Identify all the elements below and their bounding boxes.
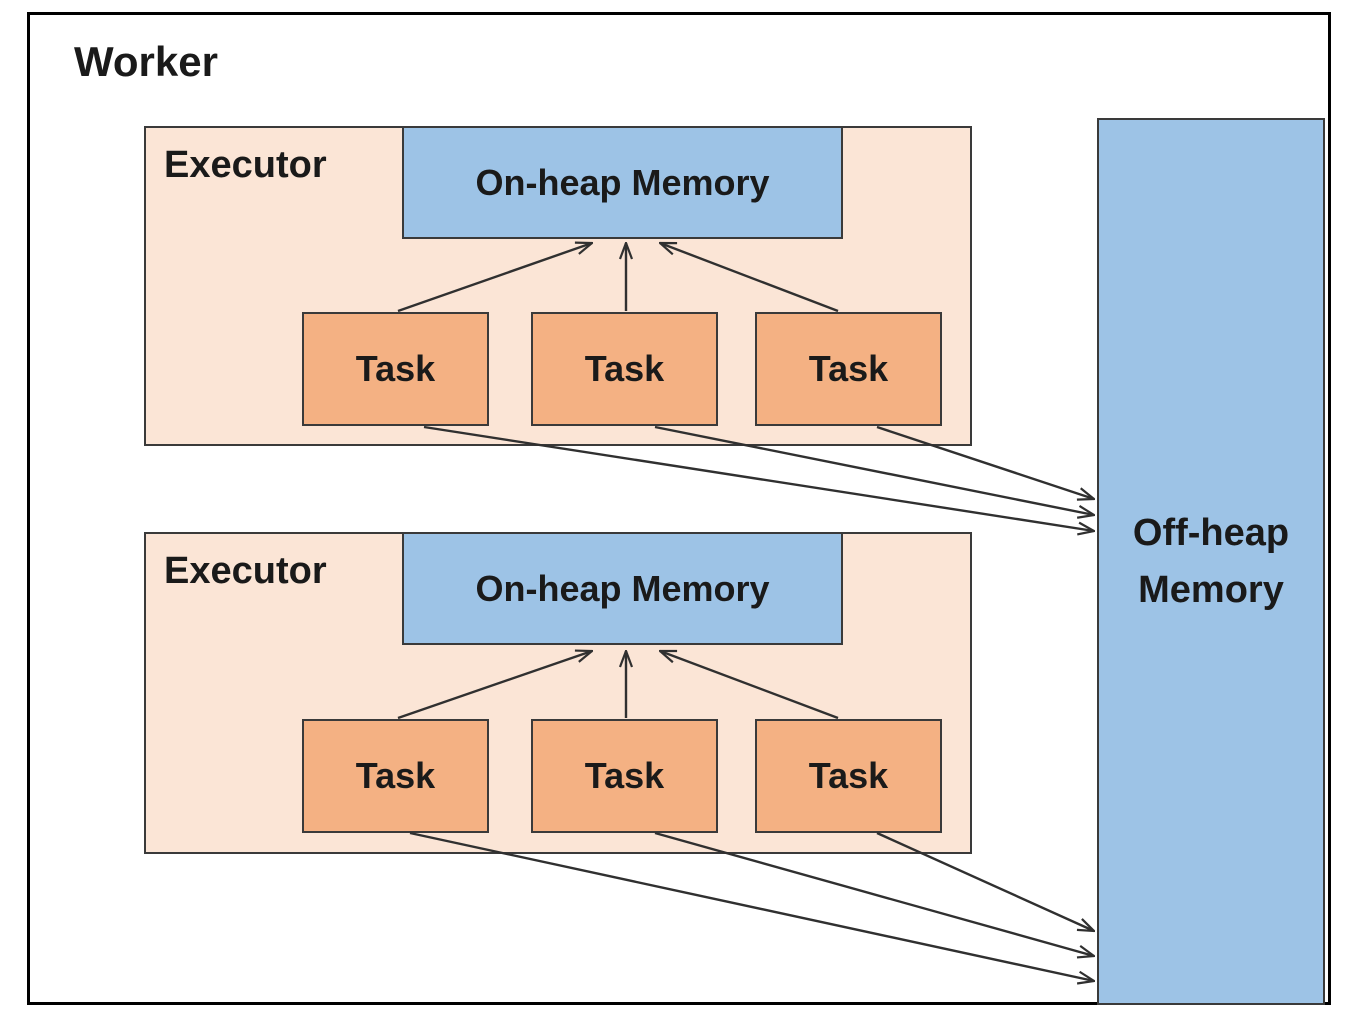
executor-1-task-3-box: Task: [755, 312, 942, 426]
executor-1-box: Executor On-heap Memory Task Task Task: [144, 126, 972, 446]
task-label: Task: [355, 755, 436, 796]
executor-1-task-2-box: Task: [531, 312, 718, 426]
offheap-memory-label-line1: Off-heap: [1132, 511, 1290, 554]
offheap-memory-label-line2: Memory: [1138, 568, 1284, 611]
executor-2-label: Executor: [164, 550, 327, 592]
task-label: Task: [808, 348, 889, 389]
task-label: Task: [808, 755, 889, 796]
task-label: Task: [584, 348, 665, 389]
task-label: Task: [355, 348, 436, 389]
executor-2-task-3-box: Task: [755, 719, 942, 833]
onheap-memory-1-label: On-heap Memory: [475, 161, 770, 203]
executor-1-task-1-box: Task: [302, 312, 489, 426]
onheap-memory-1-box: On-heap Memory: [402, 126, 843, 239]
task-label: Task: [584, 755, 665, 796]
onheap-memory-2-label: On-heap Memory: [475, 567, 770, 609]
onheap-memory-2-box: On-heap Memory: [402, 532, 843, 645]
executor-2-box: Executor On-heap Memory Task Task Task: [144, 532, 972, 854]
executor-1-label: Executor: [164, 144, 327, 186]
executor-2-task-2-box: Task: [531, 719, 718, 833]
worker-label: Worker: [74, 38, 218, 85]
offheap-memory-box: Off-heap Memory: [1097, 118, 1325, 1005]
executor-2-task-1-box: Task: [302, 719, 489, 833]
